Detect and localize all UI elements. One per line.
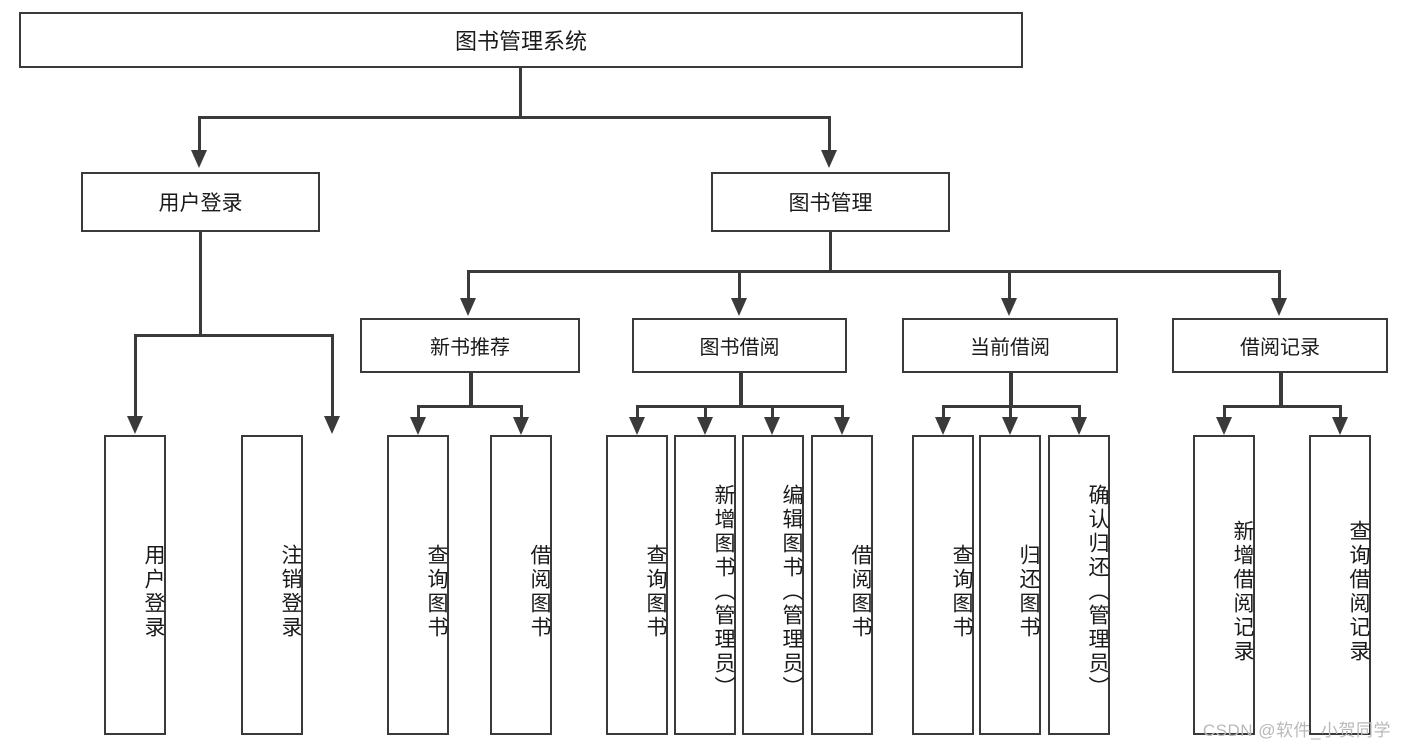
node-label: 借阅记录 (1240, 337, 1320, 359)
arrow-to-leaf-borrow-book-2 (834, 417, 850, 435)
node-label: 新增借阅记录 (1231, 520, 1254, 664)
node-label: 查询借阅记录 (1347, 520, 1370, 664)
arrow-to-book-borrow (731, 298, 747, 316)
edge-level1-drop-right (828, 116, 831, 152)
edge-new-book-bus (417, 405, 523, 408)
arrow-to-book-manage (821, 150, 837, 168)
node-root-book-management-system[interactable]: 图书管理系统 (19, 12, 1023, 68)
edge-book-borrow-drop-2 (704, 405, 707, 419)
node-label: 归还图书 (1017, 544, 1040, 640)
node-current-borrow[interactable]: 当前借阅 (902, 318, 1118, 373)
arrow-to-leaf-query-record (1332, 417, 1348, 435)
node-borrow-record[interactable]: 借阅记录 (1172, 318, 1388, 373)
edge-book-manage-drop-3 (1008, 270, 1011, 300)
node-leaf-borrow-book-recommend[interactable]: 借阅图书 (490, 435, 552, 735)
edge-book-borrow-stem (739, 373, 743, 407)
node-label: 图书管理 (788, 192, 873, 215)
edge-user-login-stem (199, 232, 202, 336)
arrow-to-leaf-query-book-3 (935, 417, 951, 435)
arrow-to-new-book-recommend (460, 298, 476, 316)
edge-book-borrow-drop-3 (771, 405, 774, 419)
edge-book-borrow-drop-4 (841, 405, 844, 419)
edge-level1-bus (198, 116, 831, 119)
arrow-to-current-borrow (1001, 298, 1017, 316)
edge-new-book-drop-1 (417, 405, 420, 419)
edge-book-borrow-drop-1 (636, 405, 639, 419)
edge-user-login-bus (134, 334, 334, 337)
arrow-to-leaf-return-book (1002, 417, 1018, 435)
node-label: 图书管理系统 (454, 29, 587, 54)
node-leaf-edit-book[interactable]: 编辑图书（管理员） (742, 435, 804, 735)
edge-book-manage-drop-4 (1278, 270, 1281, 300)
node-leaf-query-record[interactable]: 查询借阅记录 (1309, 435, 1371, 735)
node-label: 确认归还（管理员） (1086, 484, 1109, 700)
node-leaf-query-book-borrow[interactable]: 查询图书 (606, 435, 668, 735)
node-label: 用户登录 (158, 192, 243, 215)
node-new-book-recommend[interactable]: 新书推荐 (360, 318, 580, 373)
node-label: 用户登录 (142, 544, 165, 640)
edge-current-borrow-drop-1 (942, 405, 945, 419)
node-label: 图书借阅 (699, 337, 780, 359)
node-leaf-query-book-recommend[interactable]: 查询图书 (387, 435, 449, 735)
node-leaf-add-record[interactable]: 新增借阅记录 (1193, 435, 1255, 735)
arrow-to-leaf-edit-book (764, 417, 780, 435)
node-user-login[interactable]: 用户登录 (81, 172, 320, 232)
edge-book-manage-stem (829, 232, 832, 272)
edge-book-manage-bus (467, 270, 1281, 273)
arrow-to-leaf-borrow-book-1 (513, 417, 529, 435)
node-book-manage[interactable]: 图书管理 (711, 172, 950, 232)
arrow-to-leaf-logout (324, 416, 340, 434)
arrow-to-leaf-confirm-return (1071, 417, 1087, 435)
node-leaf-borrow-book[interactable]: 借阅图书 (811, 435, 873, 735)
node-leaf-return-book[interactable]: 归还图书 (979, 435, 1041, 735)
edge-borrow-record-drop-2 (1339, 405, 1342, 419)
node-label: 借阅图书 (528, 544, 551, 640)
arrow-to-leaf-query-book-1 (410, 417, 426, 435)
edge-new-book-stem (469, 373, 473, 407)
node-label: 查询图书 (425, 544, 448, 640)
edge-user-login-drop-1 (134, 334, 137, 418)
node-leaf-logout[interactable]: 注销登录 (241, 435, 303, 735)
arrow-to-leaf-query-book-2 (629, 417, 645, 435)
watermark: CSDN @软件_小贺同学 (1202, 721, 1391, 740)
node-leaf-user-login[interactable]: 用户登录 (104, 435, 166, 735)
edge-borrow-record-bus (1223, 405, 1342, 408)
node-leaf-query-book-current[interactable]: 查询图书 (912, 435, 974, 735)
edge-current-borrow-stem (1009, 373, 1013, 407)
arrow-to-leaf-user-login (127, 416, 143, 434)
edge-current-borrow-drop-2 (1009, 405, 1012, 419)
edge-book-borrow-bus (636, 405, 844, 408)
arrow-to-leaf-add-record (1216, 417, 1232, 435)
edge-level1-drop-left (198, 116, 201, 152)
edge-new-book-drop-2 (520, 405, 523, 419)
node-leaf-add-book[interactable]: 新增图书（管理员） (674, 435, 736, 735)
node-label: 新书推荐 (430, 337, 510, 359)
arrow-to-user-login (191, 150, 207, 168)
arrow-to-leaf-add-book (697, 417, 713, 435)
edge-book-manage-drop-1 (467, 270, 470, 300)
edge-current-borrow-drop-3 (1078, 405, 1081, 419)
edge-user-login-drop-2 (331, 334, 334, 418)
node-label: 查询图书 (950, 544, 973, 640)
node-leaf-confirm-return[interactable]: 确认归还（管理员） (1048, 435, 1110, 735)
edge-borrow-record-drop-1 (1223, 405, 1226, 419)
node-label: 新增图书（管理员） (712, 484, 735, 700)
edge-book-manage-drop-2 (738, 270, 741, 300)
node-label: 注销登录 (279, 544, 302, 640)
node-label: 查询图书 (644, 544, 667, 640)
node-label: 编辑图书（管理员） (780, 484, 803, 700)
node-label: 当前借阅 (970, 337, 1050, 359)
edge-borrow-record-stem (1279, 373, 1283, 407)
node-book-borrow[interactable]: 图书借阅 (632, 318, 847, 373)
arrow-to-borrow-record (1271, 298, 1287, 316)
node-label: 借阅图书 (849, 544, 872, 640)
edge-root-stem (519, 68, 522, 118)
